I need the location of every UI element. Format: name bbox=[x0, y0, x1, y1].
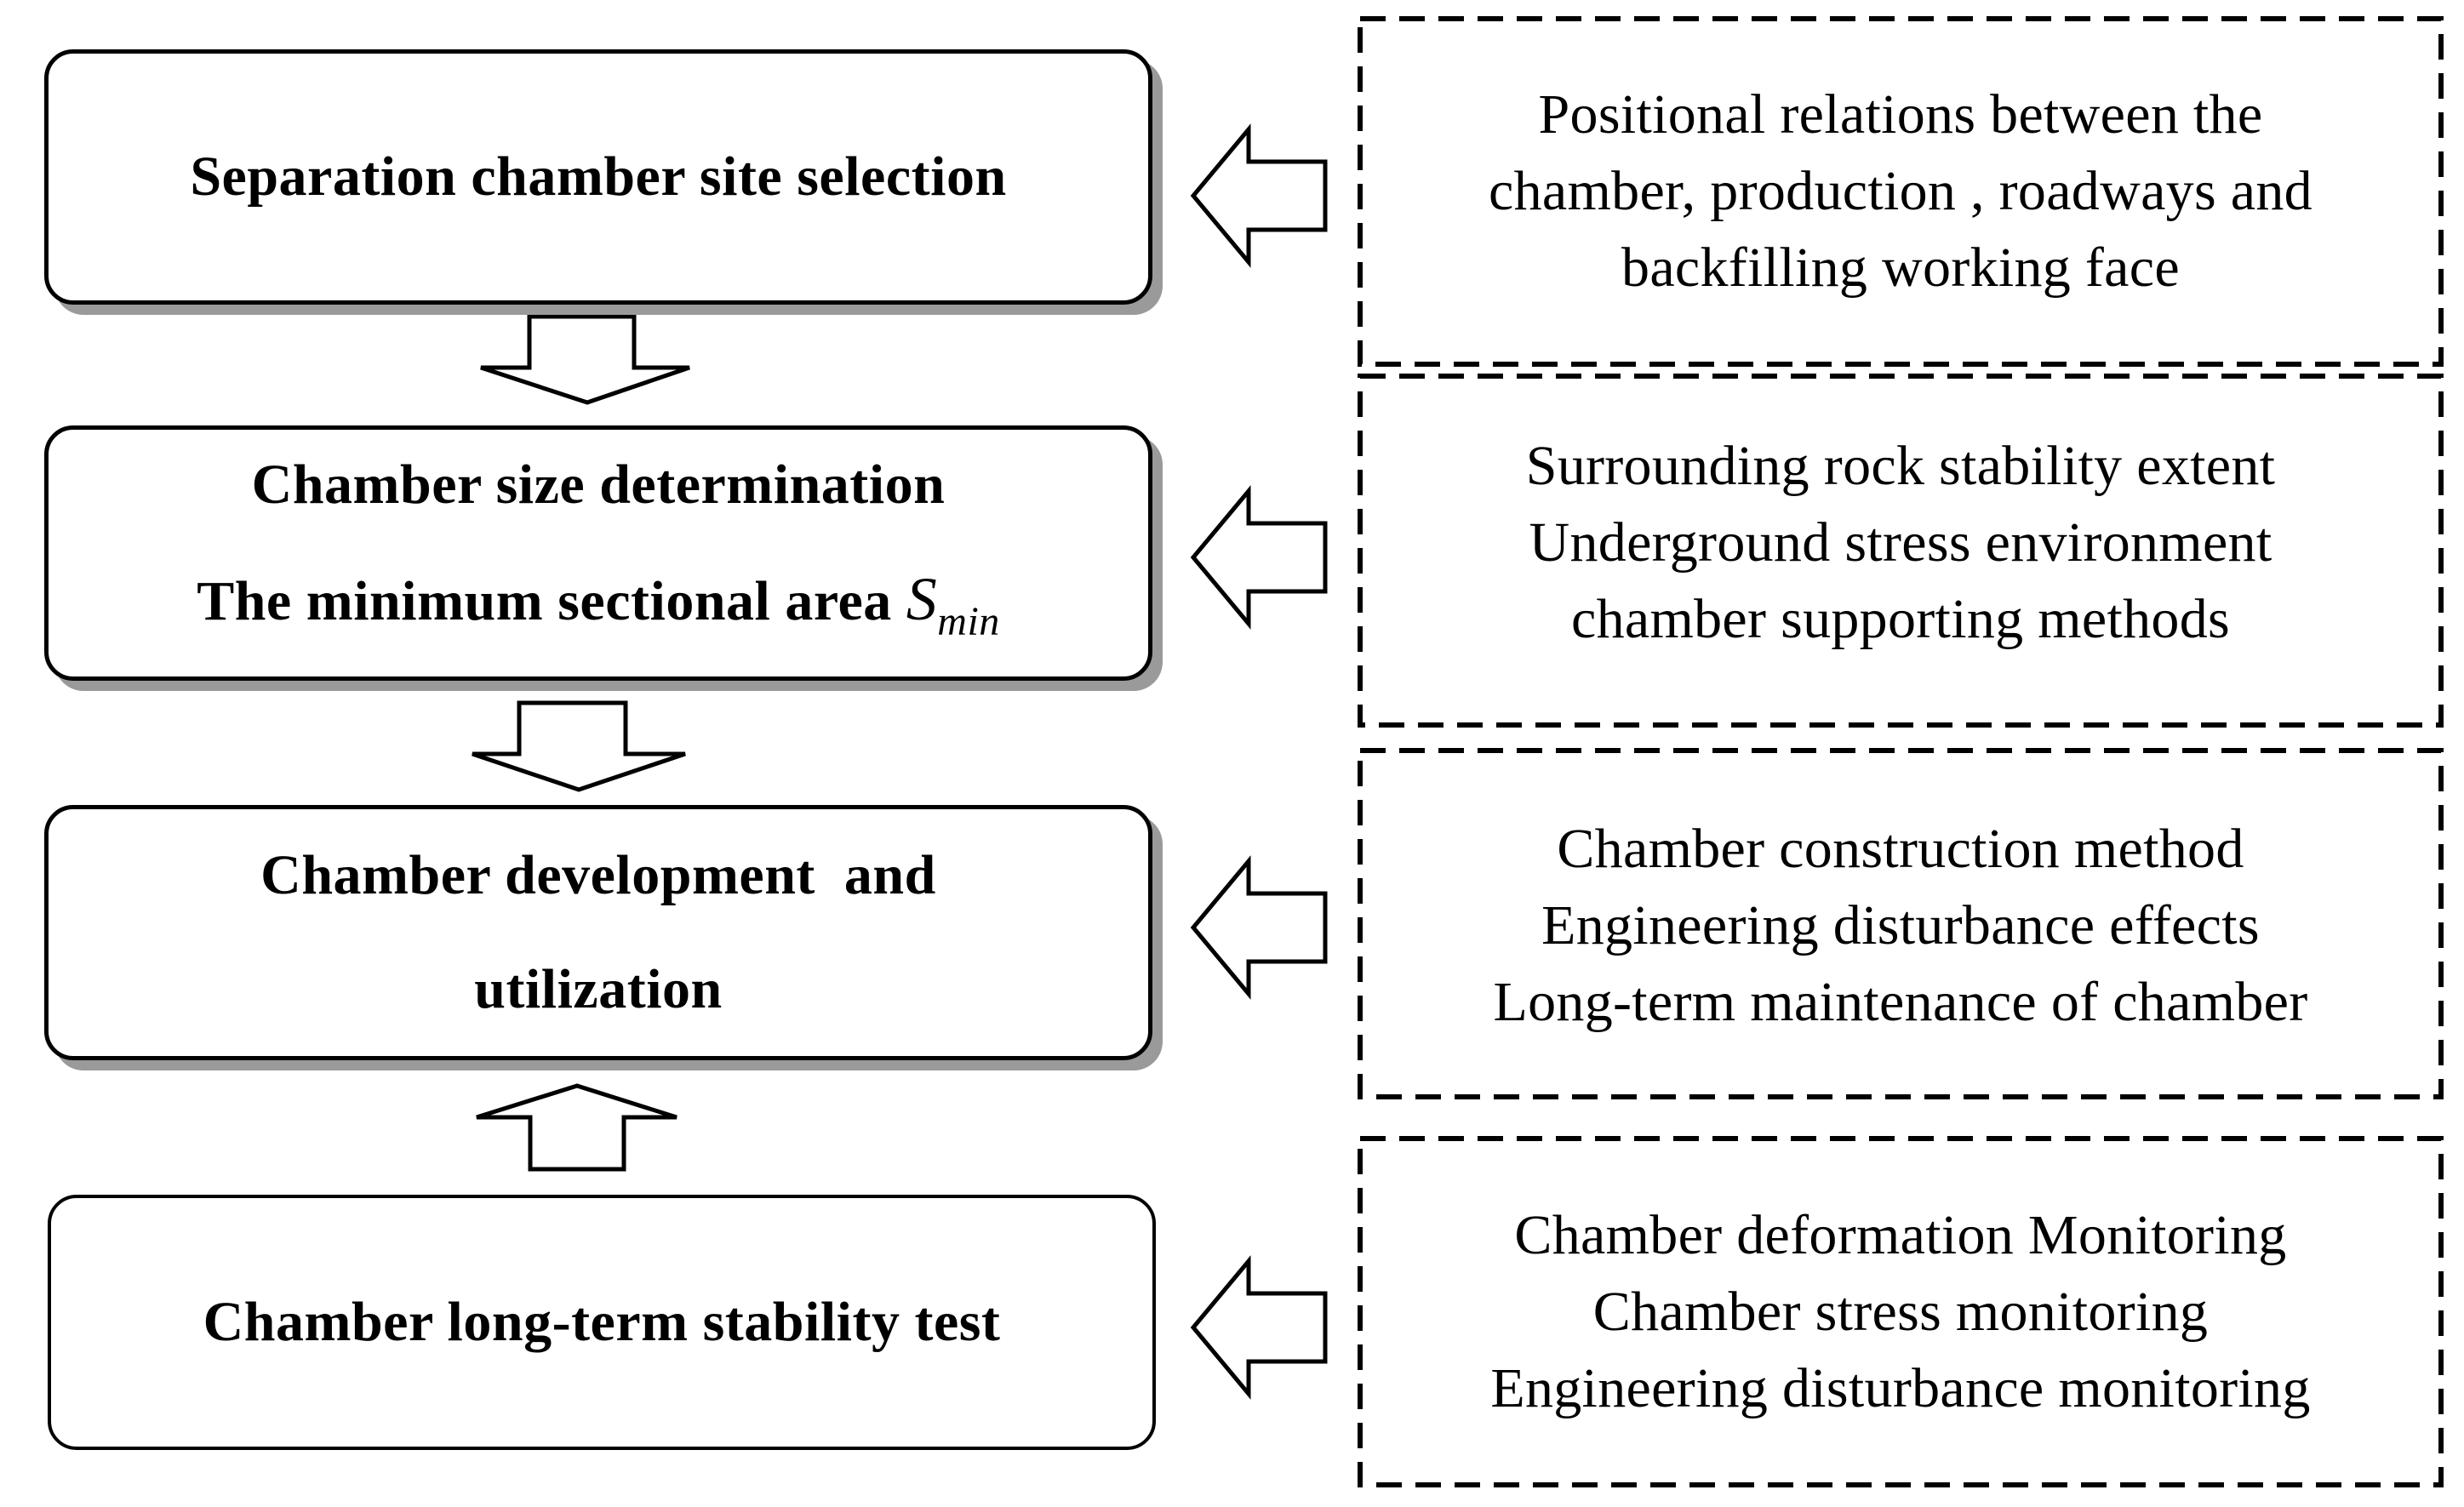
factor-2-line-2: Underground stress environment bbox=[1529, 511, 2272, 574]
step-4-line-1: Chamber long-term stability test bbox=[203, 1291, 1001, 1353]
factor-1-line-2: chamber, production , roadways and bbox=[1489, 160, 2313, 222]
factor-1-positional-relations: Positional relations between the chamber… bbox=[1365, 24, 2436, 359]
step-1-site-selection: Separation chamber site selection bbox=[44, 49, 1152, 305]
factor-1-line-1: Positional relations between the bbox=[1538, 83, 2263, 146]
formula-symbol: S bbox=[906, 564, 938, 633]
step-2-size-determination: Chamber size determination The minimum s… bbox=[44, 425, 1152, 681]
factor-frame-2 bbox=[1358, 374, 2444, 728]
factor-2-line-3: chamber supporting methods bbox=[1571, 588, 2230, 650]
step-3-line-2: utilization bbox=[474, 958, 723, 1020]
factor-3-construction-maintenance: Chamber construction method Engineering … bbox=[1365, 756, 2436, 1096]
left-arrow-3 bbox=[1190, 855, 1328, 1000]
factor-4-monitoring: Chamber deformation Monitoring Chamber s… bbox=[1365, 1144, 2436, 1481]
up-arrow bbox=[476, 1083, 677, 1172]
formula-subscript: min bbox=[937, 598, 1000, 644]
step-4-stability-test: Chamber long-term stability test bbox=[48, 1195, 1156, 1450]
step-2-formula: The minimum sectional area Smin bbox=[197, 542, 1000, 679]
step-1-line-1: Separation chamber site selection bbox=[190, 146, 1007, 208]
factor-3-line-1: Chamber construction method bbox=[1557, 818, 2244, 880]
factor-4-line-3: Engineering disturbance monitoring bbox=[1490, 1357, 2311, 1419]
down-arrow-2 bbox=[472, 700, 686, 792]
factor-2-line-1: Surrounding rock stability extent bbox=[1525, 435, 2276, 497]
step-2-line-1: Chamber size determination bbox=[251, 453, 946, 516]
left-arrow-1 bbox=[1190, 123, 1328, 268]
left-arrow-2 bbox=[1190, 485, 1328, 630]
factor-frame-3 bbox=[1358, 748, 2444, 1099]
step-3-line-1: Chamber development and bbox=[260, 844, 936, 906]
factor-1-line-3: backfilling working face bbox=[1621, 237, 2180, 299]
formula-prefix: The minimum sectional area bbox=[197, 569, 906, 632]
factor-4-line-2: Chamber stress monitoring bbox=[1592, 1281, 2209, 1343]
down-arrow-1 bbox=[480, 314, 690, 405]
factor-3-line-2: Engineering disturbance effects bbox=[1541, 894, 2260, 956]
left-arrow-4 bbox=[1190, 1255, 1328, 1400]
factor-frame-4 bbox=[1358, 1136, 2444, 1487]
factor-2-stability-stress-support: Surrounding rock stability extent Underg… bbox=[1365, 381, 2436, 705]
factor-4-line-1: Chamber deformation Monitoring bbox=[1514, 1204, 2287, 1266]
factor-3-line-3: Long-term maintenance of chamber bbox=[1493, 971, 2308, 1033]
factor-frame-1 bbox=[1358, 16, 2444, 367]
step-3-development-utilization: Chamber development and utilization bbox=[44, 805, 1152, 1060]
